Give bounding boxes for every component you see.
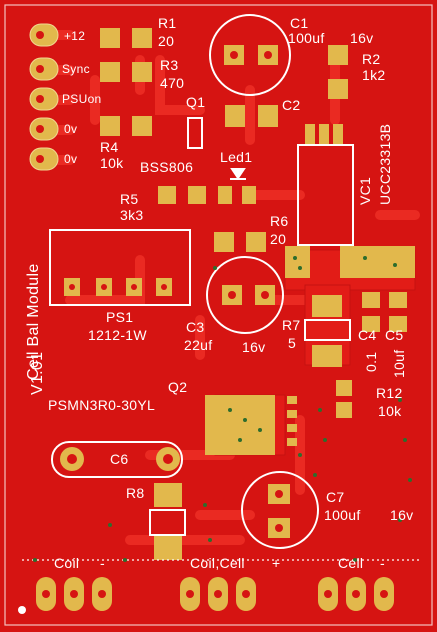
c3-value: 22uf xyxy=(184,337,213,353)
c5-value: 10uf xyxy=(391,349,407,378)
r1-value: 20 xyxy=(158,33,175,49)
c7-value: 100uf xyxy=(324,507,361,523)
r8-outline xyxy=(149,509,186,536)
r3-ref: R3 xyxy=(160,57,179,73)
r8-ref: R8 xyxy=(126,485,145,501)
smd-pads xyxy=(100,28,415,560)
connector-label-coil-cell: Coil,Cell xyxy=(190,555,245,571)
board-outline xyxy=(4,4,433,626)
r1-ref: R1 xyxy=(158,15,177,31)
pin-label-12v: +12 xyxy=(64,29,86,43)
r5-value: 3k3 xyxy=(120,207,144,223)
connector-label-cell: Cell xyxy=(338,555,364,571)
connector-sign-cell: - xyxy=(380,555,385,571)
led-symbol xyxy=(230,168,246,180)
pin-label-0v-2: 0v xyxy=(64,152,78,166)
electrolytic-capacitors xyxy=(206,14,319,549)
pin-label-psuon: PSUon xyxy=(62,92,102,106)
r7-ref: R7 xyxy=(282,317,301,333)
vc1-value: UCC23313B xyxy=(377,123,393,205)
c4-ref: C4 xyxy=(358,327,377,343)
ps1-value: 1212-1W xyxy=(88,327,147,343)
c1-voltage: 16v xyxy=(350,30,374,46)
corner-marker xyxy=(18,606,26,614)
r7-value: 5 xyxy=(288,335,297,351)
q1-outline xyxy=(187,117,203,149)
connector-sign-coil: - xyxy=(100,555,105,571)
q1-ref: Q1 xyxy=(186,94,206,110)
ps1-outline xyxy=(49,229,191,306)
r2-value: 1k2 xyxy=(362,67,386,83)
r7-outline xyxy=(304,319,351,341)
pin-label-0v-1: 0v xyxy=(64,122,78,136)
q2-value: PSMN3R0-30YL xyxy=(48,397,156,413)
r6-value: 20 xyxy=(270,231,287,247)
vc1-outline xyxy=(297,144,354,246)
c6-ref: C6 xyxy=(110,451,129,467)
q2-ref: Q2 xyxy=(168,379,188,395)
r6-ref: R6 xyxy=(270,213,289,229)
led1-ref: Led1 xyxy=(220,149,253,165)
c3-outline xyxy=(206,256,284,334)
c7-ref: C7 xyxy=(326,489,345,505)
c3-ref: C3 xyxy=(186,319,205,335)
c7-outline xyxy=(241,471,319,549)
c2-ref: C2 xyxy=(282,97,301,113)
c6-outline xyxy=(51,441,183,478)
r5-ref: R5 xyxy=(120,191,139,207)
ps1-ref: PS1 xyxy=(106,309,134,325)
connector-label-coil: Coil xyxy=(54,555,80,571)
r4-ref: R4 xyxy=(100,139,119,155)
c1-value: 100uf xyxy=(288,30,325,46)
r3-value: 470 xyxy=(160,75,185,91)
c4-value: 0.1 xyxy=(363,351,379,372)
pin-label-sync: Sync xyxy=(62,62,90,76)
r4-value: 10k xyxy=(100,155,124,171)
c1-outline xyxy=(209,14,291,96)
r12-ref: R12 xyxy=(376,385,403,401)
c7-voltage: 16v xyxy=(390,507,414,523)
r12-value: 10k xyxy=(378,403,402,419)
c5-ref: C5 xyxy=(385,327,404,343)
c1-ref: C1 xyxy=(290,15,309,31)
module-version: V1.01 xyxy=(29,351,46,395)
q1-value: BSS806 xyxy=(140,159,194,175)
vias xyxy=(33,256,412,562)
component-outlines xyxy=(49,117,354,536)
r2-ref: R2 xyxy=(362,51,381,67)
connector-sign-coil-cell: + xyxy=(272,555,281,571)
c3-voltage: 16v xyxy=(242,339,266,355)
vc1-ref: VC1 xyxy=(357,176,373,205)
